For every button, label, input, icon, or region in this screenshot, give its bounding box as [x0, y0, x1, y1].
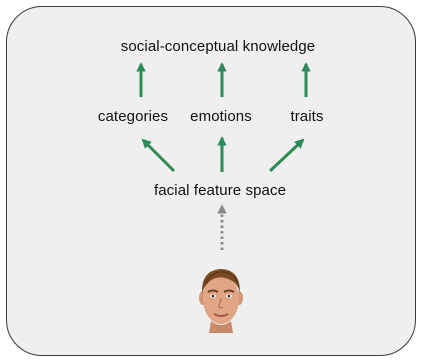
- arrow-face-to-traits: [268, 138, 305, 173]
- social-conceptual-knowledge-label: social-conceptual knowledge: [120, 38, 316, 55]
- traits-label: traits: [290, 108, 324, 125]
- face-photo-icon: [199, 269, 243, 333]
- emotions-label: emotions: [190, 108, 252, 125]
- categories-label: categories: [97, 108, 169, 125]
- arrow-face-to-categories: [141, 138, 176, 173]
- facial-feature-space-label: facial feature space: [153, 182, 287, 199]
